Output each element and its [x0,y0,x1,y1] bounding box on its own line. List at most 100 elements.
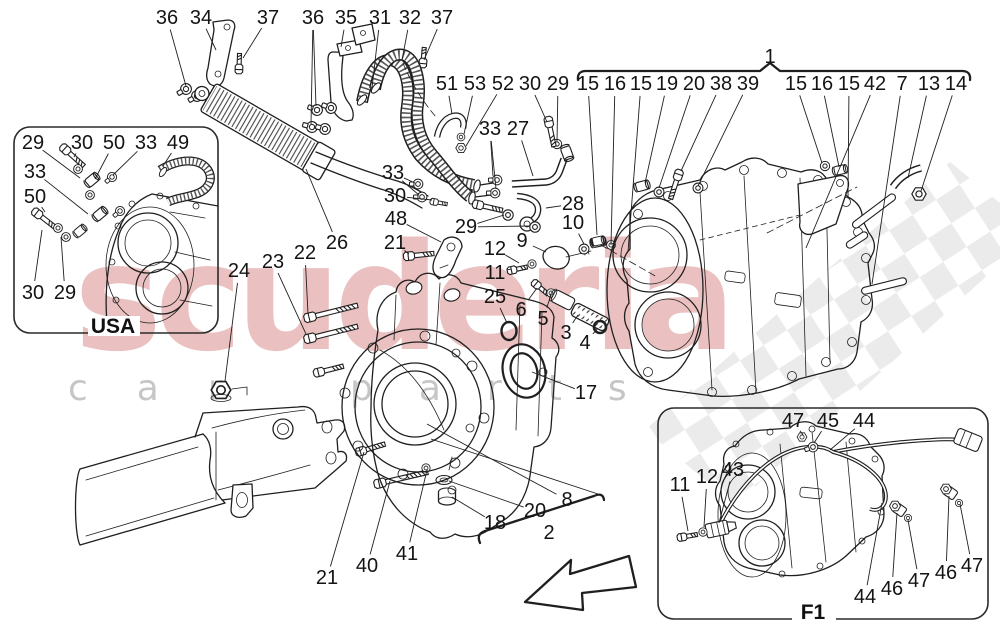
leader-line [578,233,585,245]
callout-label-37: 37 [257,7,279,29]
leader-line [681,496,689,532]
callout-label-8: 8 [561,489,572,511]
callout-label-46: 46 [935,562,957,584]
leader-line [448,480,524,508]
leader-line [946,495,950,562]
driveshaft-assembly [74,361,457,546]
callout-label-32: 32 [399,7,421,29]
leader-line [409,469,428,543]
leader-line [644,95,665,184]
callout-label-50: 50 [103,132,125,154]
callout-label-33: 33 [135,132,157,154]
callout-label-44: 44 [854,586,876,608]
callout-label-24: 24 [228,260,250,282]
callout-label-27: 27 [507,118,529,140]
callout-leader-lines [34,27,971,586]
usa-inset-box: USA [13,126,219,338]
callout-label-40: 40 [356,555,378,577]
leader-line [627,95,641,253]
leader-line [477,225,531,228]
leader-line [572,314,579,324]
callout-label-30: 30 [22,282,44,304]
callout-label-41: 41 [396,543,418,565]
callout-label-29: 29 [455,216,477,238]
leader-line [403,177,416,184]
leader-line [920,95,953,192]
leader-line [959,503,971,555]
callout-label-49: 49 [167,132,189,154]
callout-label-31: 31 [369,7,391,29]
leader-line [490,140,497,190]
leader-line [866,502,883,586]
leader-line [404,250,410,255]
callout-label-5: 5 [537,308,548,330]
leader-line [73,153,77,158]
callout-label-46: 46 [881,578,903,600]
callout-label-36: 36 [302,7,324,29]
leader-line [499,307,508,324]
leader-line [305,168,333,233]
leader-line [41,206,46,213]
callout-label-33: 33 [479,118,501,140]
callout-label-37: 37 [431,7,453,29]
callout-label-38: 38 [710,73,732,95]
leader-line [892,512,898,578]
callout-label-42: 42 [864,73,886,95]
leader-line [829,428,856,451]
callout-label-33: 33 [382,162,404,184]
callout-label-39: 39 [737,73,759,95]
leader-line [658,95,691,189]
callout-label-28: 28 [562,193,584,215]
leader-line [406,224,442,243]
callout-label-11: 11 [485,262,506,284]
callout-label-19: 19 [656,73,678,95]
watermark-word-car: car [68,368,272,409]
leader-line [907,95,927,179]
leader-line [277,272,307,335]
watermark-word-parts: parts [350,368,673,409]
callout-label-30: 30 [71,132,93,154]
callout-label-44: 44 [853,410,875,432]
leader-line [697,94,744,187]
leader-line [205,28,217,51]
leader-line [451,496,485,518]
leader-line [310,29,314,125]
leader-line [465,94,498,147]
leader-line [162,152,172,167]
callout-label-33: 33 [24,161,46,183]
callout-label-2: 2 [543,522,554,544]
oil-pipes-assembly [471,115,616,270]
leader-line [340,29,345,48]
leader-line [477,214,505,224]
callout-label-7: 7 [896,73,907,95]
callout-label-53: 53 [464,73,486,95]
leader-line [546,294,552,308]
callout-label-16: 16 [604,73,626,95]
callout-label-13: 13 [918,73,940,95]
leader-line [169,29,187,87]
leader-line [448,95,453,115]
callout-label-15: 15 [630,73,652,95]
callout-label-6: 6 [515,299,526,321]
callout-label-52: 52 [492,73,514,95]
callout-label-25: 25 [484,286,506,308]
group-bracket-2 [430,438,606,545]
leader-line [527,287,538,301]
leader-line [401,180,420,196]
leader-line [805,94,871,249]
callout-label-20: 20 [524,500,546,522]
oil-cooler-assembly [174,19,503,209]
callout-label-3: 3 [560,322,571,344]
leader-line [813,430,822,444]
callout-label-21: 21 [316,567,338,589]
callout-label-29: 29 [54,282,76,304]
leader-line [799,95,823,164]
leader-line [463,95,473,135]
leader-line [718,481,731,524]
gearbox-rear-housing [402,62,927,397]
callout-label-30: 30 [384,185,406,207]
leader-line [60,236,65,282]
leader-line [871,95,901,285]
callout-label-51: 51 [436,73,458,95]
leader-line [588,95,598,236]
